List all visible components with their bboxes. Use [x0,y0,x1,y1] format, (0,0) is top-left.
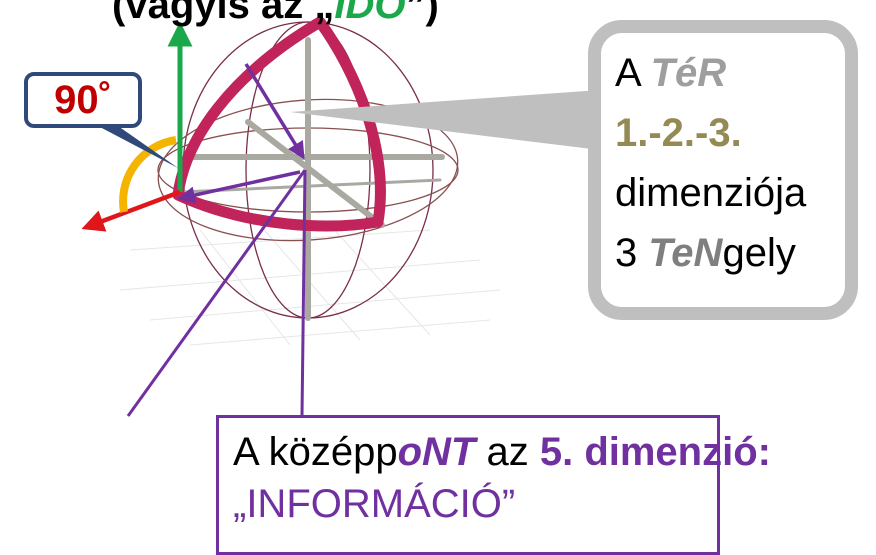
center-callout-number: 5 [539,430,563,474]
space-callout-ter: TéR [650,51,727,95]
center-callout-dot: . [562,430,585,474]
angle-label-pointer [98,126,178,168]
center-callout-dimension: dimenzió [584,430,758,474]
center-callout-line-1: A középpoNT az 5. dimenzió: [233,426,771,478]
space-callout-line-1: A TéR [615,43,845,103]
right-angle-arc [119,136,177,213]
heading-suffix: ”) [405,0,439,27]
red-axis-arrow [81,189,181,232]
center-callout-pointer [126,169,307,417]
purple-arrow-diagonal [244,63,305,160]
space-callout-count: 3 [615,231,649,275]
center-callout-colon: : [757,430,771,474]
heading-prefix: (vagyis az „ [112,0,335,27]
space-callout-gely: gely [722,231,796,275]
space-callout-dimension: dimenziója [615,171,807,215]
spherical-triangle [172,16,386,232]
space-callout-pointer [290,90,600,150]
space-callout-line-4: 3 TeNgely [615,223,845,283]
center-callout-information: „INFORMÁCIÓ” [233,482,516,526]
space-callout-article: A [615,51,651,95]
wire-sphere [157,21,459,319]
space-callout-numbers: 1.-2.-3. [615,111,742,155]
heading-fragment: (vagyis az „IDŐ”) [112,0,439,30]
angle-label: 90˚ [24,72,142,128]
center-callout: A középpoNT az 5. dimenzió: „INFORMÁCIÓ” [216,415,771,555]
space-callout-ten: TeN [648,231,723,275]
center-callout-pont: oNT [397,430,476,474]
purple-arrow-horizontal [177,170,301,204]
center-callout-text-a: A középp [233,430,398,474]
space-callout: A TéR 1.-2.-3. dimenziója 3 TeNgely [588,20,858,320]
heading-highlight: IDŐ [334,0,406,27]
center-callout-text-az: az [475,430,540,474]
